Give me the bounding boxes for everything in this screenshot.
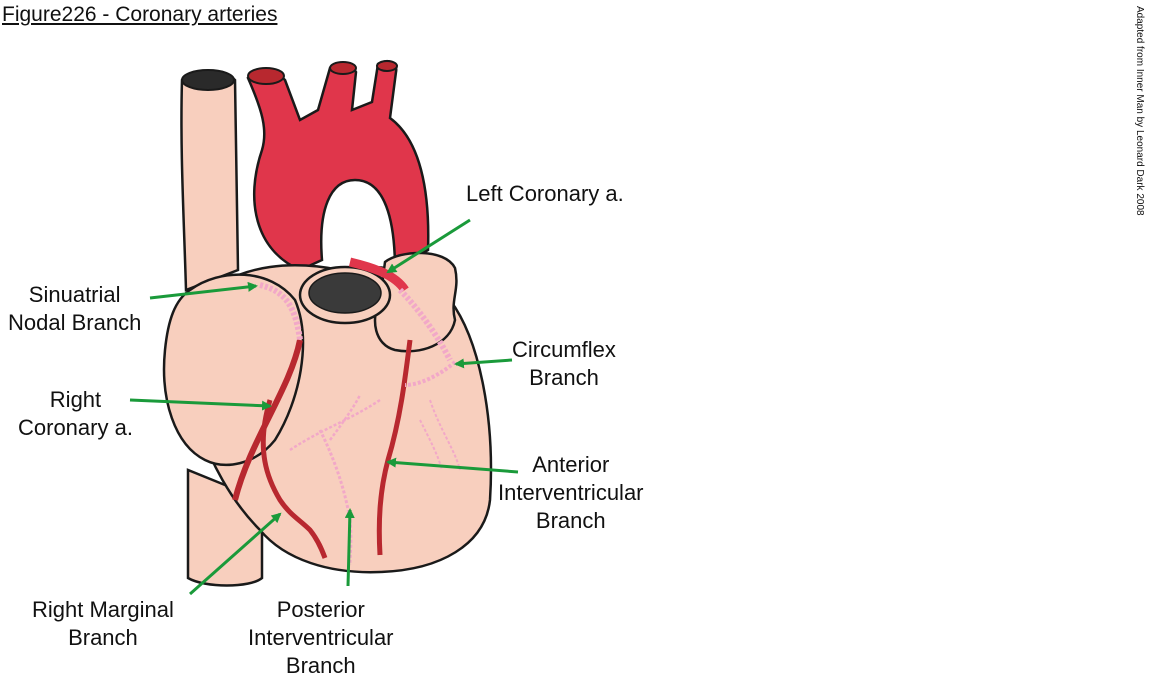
aorta-branch-opening-1	[247, 67, 285, 85]
label-right-coronary: Right Coronary a.	[18, 387, 133, 440]
arrow-right-marginal	[189, 512, 282, 596]
arrow-circumflex	[454, 358, 513, 369]
aorta-branch-opening-2	[329, 61, 357, 75]
right-coronary-artery	[232, 339, 303, 501]
label-right-marginal: Right Marginal Branch	[32, 597, 174, 650]
arrow-anterior-iv	[386, 457, 519, 474]
arrow-right-coronary	[129, 398, 272, 411]
credit-text: Adapted from Inner Man by Leonard Dark 2…	[1134, 6, 1145, 216]
circumflex-branch	[397, 287, 453, 362]
arrow-sinuatrial	[149, 281, 258, 300]
left-coronary-artery	[348, 257, 409, 293]
label-left-coronary: Left Coronary a.	[466, 181, 624, 206]
posterior-branch-network	[289, 394, 381, 452]
aortic-arch	[246, 60, 430, 273]
arrow-posterior-iv	[344, 508, 355, 587]
label-circumflex: Circumflex Branch	[512, 337, 616, 390]
sinuatrial-nodal-branch	[259, 282, 303, 341]
label-posterior-iv: Posterior Interventricular Branch	[248, 597, 394, 678]
figure-title: Figure226 - Coronary arteries	[2, 3, 278, 26]
aorta-branch-opening-3	[376, 60, 398, 72]
pulmonary-trunk-lumen	[308, 272, 382, 314]
arrow-left-coronary	[386, 218, 471, 274]
right-marginal-artery	[260, 399, 328, 559]
label-sinuatrial: Sinuatrial Nodal Branch	[8, 282, 142, 335]
vena-cava-opening	[181, 69, 235, 91]
label-anterior-iv: Anterior Interventricular Branch	[498, 452, 644, 533]
circumflex-distal	[404, 360, 457, 387]
superior-vena-cava	[180, 70, 240, 292]
